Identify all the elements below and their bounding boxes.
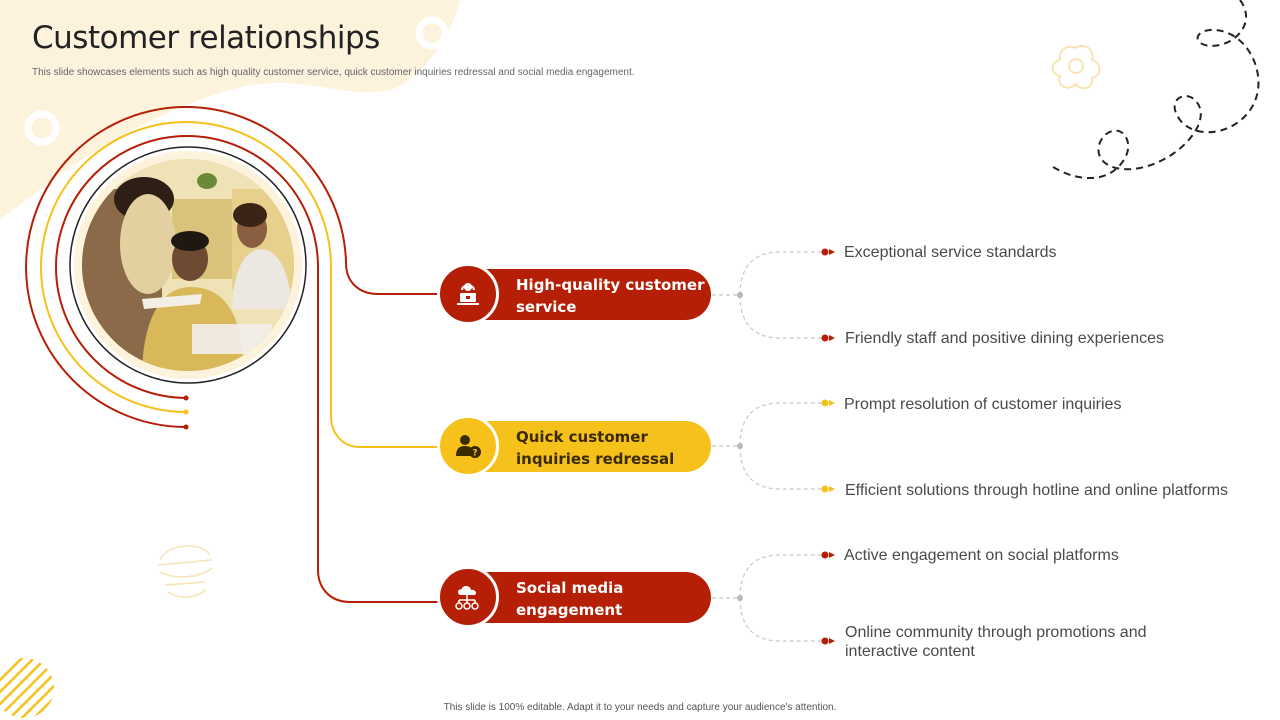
middle-arc-yellow — [40, 121, 438, 448]
category-card-service: High-quality customer service — [437, 263, 711, 325]
category-label-social: Social media engagement — [516, 579, 624, 619]
page-subtitle: This slide showcases elements such as hi… — [32, 67, 635, 78]
outer-arc-red — [25, 106, 438, 428]
category-label-service: High-quality customer service — [516, 276, 705, 316]
point-social-1: Active engagement on social platforms — [844, 547, 1119, 564]
right-connectors — [712, 251, 822, 642]
category-card-inquiries: ? Quick customer inquiries redressal — [437, 415, 711, 477]
cream-ring-top — [415, 16, 449, 50]
service-desk-icon — [457, 283, 479, 305]
footer-note: This slide is 100% editable. Adapt it to… — [443, 702, 837, 713]
cloud-network-icon — [455, 586, 479, 610]
social-badge — [437, 566, 499, 628]
food-doodle — [157, 545, 213, 598]
category-card-social: Social media engagement — [437, 566, 711, 628]
point-service-2: Friendly staff and positive dining exper… — [845, 330, 1164, 347]
user-question-icon: ? — [456, 435, 481, 459]
cream-ring-left — [24, 110, 60, 146]
connector-junction-dots — [737, 292, 743, 601]
point-service-1: Exceptional service standards — [844, 244, 1057, 261]
category-label-inquiries: Quick customer inquiries redressal — [516, 428, 675, 468]
point-inquiries-1: Prompt resolution of customer inquiries — [844, 396, 1122, 413]
dashed-doodle — [1049, 0, 1260, 179]
team-photo — [82, 159, 294, 371]
point-inquiries-2: Efficient solutions through hotline and … — [845, 482, 1229, 499]
svg-text:?: ? — [472, 449, 477, 459]
inquiries-badge: ? — [437, 415, 499, 477]
point-social-2: Online community through promotions and … — [845, 624, 1147, 660]
bullet-markers — [821, 248, 835, 645]
service-badge — [437, 263, 499, 325]
page-title: Customer relationships — [32, 20, 380, 56]
inner-arc-red — [55, 135, 438, 603]
team-photo-illustration — [82, 159, 294, 371]
cream-blob-top — [0, 0, 460, 220]
flower-doodle — [1051, 44, 1101, 90]
